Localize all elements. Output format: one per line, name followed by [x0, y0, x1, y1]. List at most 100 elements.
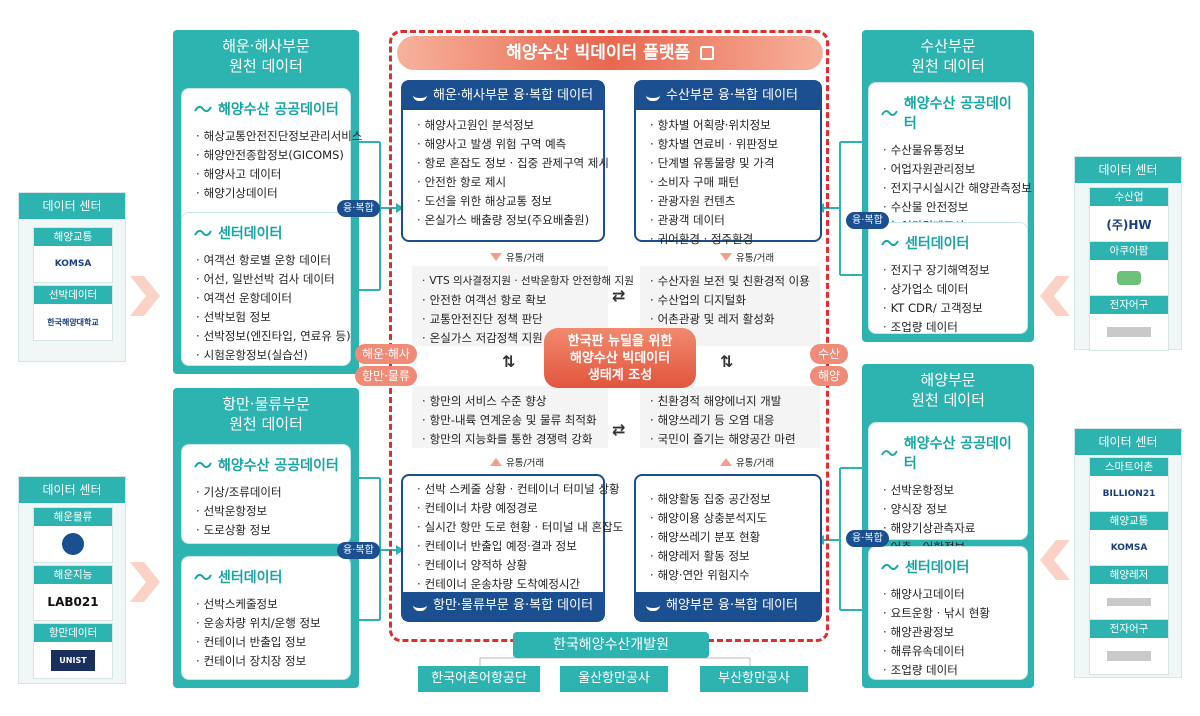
side-tag-ocean: 해양 [810, 366, 848, 386]
globe-logo-icon [34, 526, 112, 562]
data-center-title: 데이터 센터 [1075, 429, 1181, 455]
data-center-left-bottom: 데이터 센터 해운물류 해운지능 LAB021 항만데이터 UNIST [18, 476, 126, 684]
ship-icon [646, 91, 660, 101]
data-center-right-top: 데이터 센터 수산업 (주)HW 아쿠아팜 전자어구 [1074, 156, 1182, 351]
exchange-vertical-icon: ⇅ [502, 352, 516, 371]
trade-label: 유통/거래 [490, 250, 544, 264]
marine-leisure-logo-icon [1090, 584, 1168, 620]
data-center-item: 해양레저 [1089, 565, 1169, 621]
item-label: 전자어구 [1090, 296, 1168, 314]
center-data-header: 센터데이터 [869, 223, 1027, 257]
data-center-item: 항만데이터 UNIST [33, 623, 113, 679]
data-center-title: 데이터 센터 [19, 193, 125, 219]
center-data-header: 센터데이터 [869, 547, 1027, 581]
center-data-header: 센터데이터 [182, 213, 350, 247]
data-center-title: 데이터 센터 [1075, 157, 1181, 183]
public-data-header: 해양수산 공공데이터 [869, 423, 1027, 477]
komsa-logo: KOMSA [1110, 543, 1148, 553]
use-area-ocean: 친환경적 해양에너지 개발해양쓰레기 등 오염 대응국민이 즐기는 해양공간 마… [640, 386, 820, 448]
wave-icon [881, 110, 898, 116]
item-label: 해양교통 [1090, 512, 1168, 530]
chevron-right-icon [130, 276, 160, 316]
trade-label: 유통/거래 [720, 455, 774, 469]
side-tag-port: 항만·물류 [355, 366, 417, 386]
data-center-right-bottom: 데이터 센터 스마트어촌 BILLION21 해양교통 KOMSA 해양레저 전… [1074, 428, 1182, 678]
center-data-box: 센터데이터 해양사고데이터요트운항 · 낚시 현황해양관광정보해류유속데이터조업… [868, 546, 1028, 680]
data-center-item: 해운물류 [33, 507, 113, 563]
convergence-list: 해양사고원인 분석정보해양사고 발생 위험 구역 예측항로 혼잡도 정보 · 집… [403, 110, 609, 230]
fusion-badge: 융·복합 [846, 530, 889, 547]
arrow-up-icon [490, 458, 502, 466]
lab021-logo: LAB021 [47, 595, 99, 609]
data-center-item: 아쿠아팜 [1089, 241, 1169, 297]
billion21-logo: BILLION21 [1102, 489, 1156, 499]
data-center-title: 데이터 센터 [19, 477, 125, 503]
data-center-item: 해양교통 KOMSA [33, 227, 113, 283]
data-center-item: 수산업 (주)HW [1089, 187, 1169, 243]
item-label: 해운물류 [34, 508, 112, 526]
data-center-item: 스마트어촌 BILLION21 [1089, 457, 1169, 513]
wave-icon [194, 573, 212, 581]
item-label: 항만데이터 [34, 624, 112, 642]
wave-icon [194, 461, 212, 469]
org-fishing-port: 한국어촌어항공단 [418, 666, 540, 692]
public-data-header: 해양수산 공공데이터 [182, 445, 350, 479]
building-icon [699, 46, 714, 60]
org-busan-port: 부산항만공사 [700, 666, 808, 692]
convergence-list: 항차별 어획량·위치정보항차별 연료비 · 위판정보단계별 유통물량 및 가격소… [636, 110, 820, 249]
convergence-box-port: 선박 스케줄 상황 · 컨테이너 터미널 상황컨테이너 차량 예정경로실시간 항… [401, 474, 624, 622]
public-data-list: 기상/조류데이터선박운항정보도로상황 정보 [182, 479, 350, 540]
side-tag-fisheries: 수산 [810, 344, 848, 364]
arrow-down-icon [720, 253, 732, 261]
data-center-left-top: 데이터 센터 해양교통 KOMSA 선박데이터 한국해양대학교 [18, 192, 126, 362]
convergence-header: 항만·물류부문 융·복합 데이터 [403, 592, 603, 620]
center-data-list: 해양사고데이터요트운항 · 낚시 현황해양관광정보해류유속데이터조업량 데이터 [869, 581, 1027, 680]
public-data-box: 해양수산 공공데이터 해상교통안전진단정보관리서비스해양안전종합정보(GICOM… [181, 88, 363, 230]
center-data-list: 선박스케줄정보운송차량 위치/운행 정보컨테이너 반출입 정보컨테이너 장치장 … [182, 591, 350, 671]
arrow-up-icon [720, 458, 732, 466]
item-label: 아쿠아팜 [1090, 242, 1168, 260]
public-data-list: 해상교통안전진단정보관리서비스해양안전종합정보(GICOMS)해양사고 데이터해… [182, 123, 363, 203]
convergence-box-ocean: 해양활동 집중 공간정보해양이용 상충분석지도해양쓰레기 분포 현황해양레저 활… [634, 474, 822, 622]
item-label: 해운지능 [34, 566, 112, 584]
center-data-box: 센터데이터 여객선 항로별 운항 데이터어선, 일반선박 검사 데이터여객선 운… [181, 212, 351, 366]
unist-logo: UNIST [34, 642, 112, 678]
item-label: 해양레저 [1090, 566, 1168, 584]
side-tag-shipping: 해운·해사 [355, 344, 417, 364]
public-data-list: 선박운항정보양식장 정보해양기상관측자료어촌 · 어항정보 [869, 477, 1027, 557]
public-data-box: 해양수산 공공데이터 기상/조류데이터선박운항정보도로상황 정보 [181, 444, 351, 544]
public-data-box: 해양수산 공공데이터 수산물유통정보어업자원관리정보전지구시실시간 해양관측정보… [868, 82, 1032, 244]
komsa-logo: KOMSA [54, 259, 92, 269]
exchange-horizontal-icon: ⇄ [612, 286, 626, 305]
ship-icon [413, 91, 427, 101]
item-label: 전자어구 [1090, 620, 1168, 638]
hw-logo: (주)HW [1106, 217, 1152, 232]
wave-icon [881, 239, 899, 247]
item-label: 스마트어촌 [1090, 458, 1168, 476]
data-center-item: 전자어구 [1089, 619, 1169, 675]
exchange-horizontal-icon: ⇄ [612, 420, 626, 439]
ship-icon [413, 601, 427, 611]
electronic-gear-logo-icon [1090, 314, 1168, 350]
convergence-header: 해운·해사부문 융·복합 데이터 [403, 82, 603, 110]
platform-title: 해양수산 빅데이터 플랫폼 [397, 36, 823, 70]
electronic-gear-logo-icon [1090, 638, 1168, 674]
center-data-header: 센터데이터 [182, 557, 350, 591]
item-label: 선박데이터 [34, 286, 112, 304]
wave-icon [881, 450, 898, 456]
item-label: 해양교통 [34, 228, 112, 246]
wave-icon [881, 563, 899, 571]
convergence-header: 해양부문 융·복합 데이터 [636, 592, 820, 620]
fusion-badge: 융·복합 [846, 212, 889, 229]
convergence-list: 선박 스케줄 상황 · 컨테이너 터미널 상황컨테이너 차량 예정경로실시간 항… [403, 476, 624, 594]
wave-icon [194, 105, 212, 113]
public-data-header: 해양수산 공공데이터 [869, 83, 1027, 137]
